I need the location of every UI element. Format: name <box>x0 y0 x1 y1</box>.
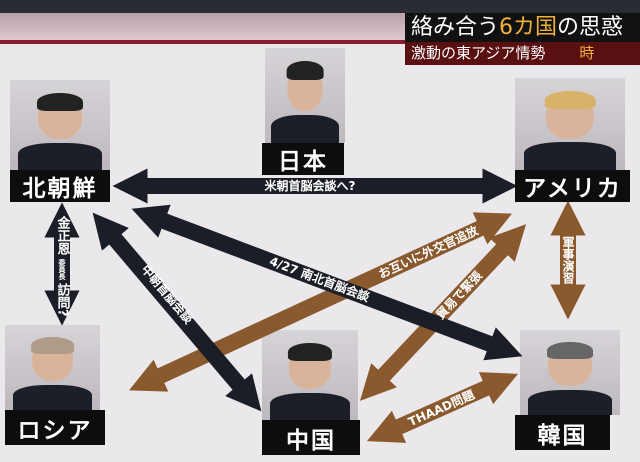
photo-north-korea-leader <box>10 80 110 170</box>
caption-subtitle-text: 激動の東アジア情勢 <box>411 44 546 62</box>
label-us-kr: 軍事演習 <box>561 236 575 285</box>
photo-japan-leader <box>265 48 345 143</box>
label-us-ru: お互いに外交官追放 <box>376 222 481 281</box>
caption-title-highlight: 6カ国 <box>499 15 558 40</box>
label-nk-ru-2: 委員長 <box>58 258 67 281</box>
label-cn-kr: THAAD問題 <box>406 387 477 429</box>
label-us-cn: 貿易で緊張 <box>433 267 486 322</box>
label-nk-us: 米朝首脳会談へ? <box>265 178 356 193</box>
country-south-korea: 韓国 <box>515 415 610 450</box>
photo-south-korea-leader <box>520 330 620 415</box>
top-bar <box>0 0 640 13</box>
label-nk-ru-3: 訪問? <box>55 282 71 316</box>
caption-title-prefix: 絡み合う <box>411 15 500 40</box>
caption-subtitle-tag: 時 <box>579 44 595 62</box>
country-usa: アメリカ <box>515 170 630 202</box>
country-north-korea: 北朝鮮 <box>10 170 110 202</box>
header-divider <box>0 40 640 44</box>
arrow-china-south-korea <box>366 372 519 443</box>
arrow-north-korea-china <box>92 212 262 412</box>
photo-usa-leader <box>515 78 625 170</box>
country-russia: ロシア <box>5 410 105 445</box>
country-japan: 日本 <box>262 143 344 175</box>
label-nk-ru-1: 金正恩 <box>55 215 72 256</box>
caption-title: 絡み合う6カ国の思惑 <box>411 13 623 42</box>
photo-russia-leader <box>5 325 100 410</box>
caption-box: 絡み合う6カ国の思惑 激動の東アジア情勢 時 <box>405 13 640 65</box>
caption-subtitle: 激動の東アジア情勢 時 <box>405 42 640 65</box>
country-china: 中国 <box>262 420 360 455</box>
caption-title-suffix: の思惑 <box>557 15 624 40</box>
label-nk-cn: 中朝首脳会談 <box>138 262 197 327</box>
